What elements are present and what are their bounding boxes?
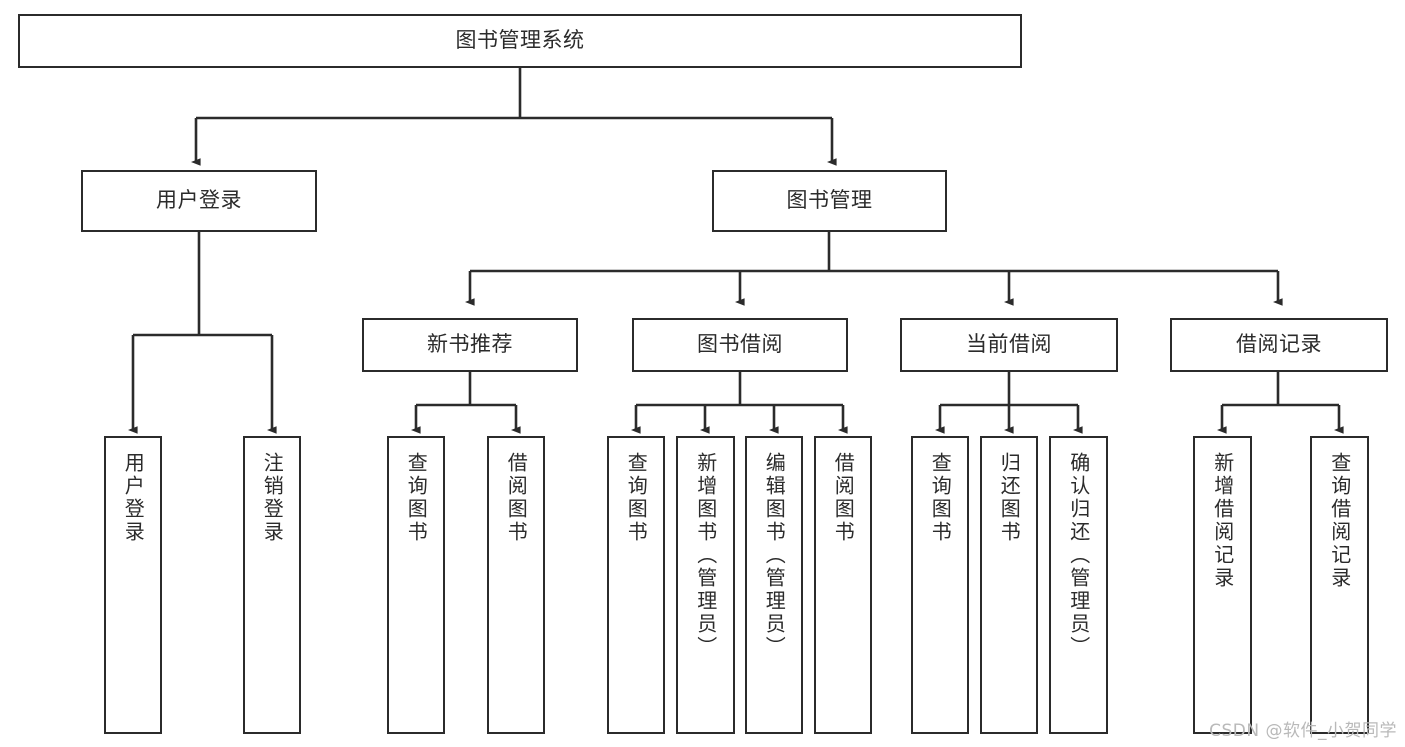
- node-leaf-edit-book-admin-label: 编辑图书（管理员）: [762, 452, 787, 659]
- node-new-book-recommend-label: 新书推荐: [427, 332, 513, 357]
- node-book-borrow[interactable]: 图书借阅: [632, 318, 848, 372]
- node-leaf-return-books-label: 归还图书: [997, 452, 1022, 544]
- csdn-watermark: CSDN @软件_小贺同学: [1209, 721, 1397, 741]
- node-leaf-newbook-query-books-label: 查询图书: [404, 452, 429, 544]
- node-root[interactable]: 图书管理系统: [18, 14, 1022, 68]
- node-leaf-newbook-borrow-books[interactable]: 借阅图书: [487, 436, 545, 734]
- node-leaf-query-borrow-record-label: 查询借阅记录: [1327, 452, 1352, 590]
- node-leaf-newbook-borrow-books-label: 借阅图书: [504, 452, 529, 544]
- node-leaf-edit-book-admin[interactable]: 编辑图书（管理员）: [745, 436, 803, 734]
- node-new-book-recommend[interactable]: 新书推荐: [362, 318, 578, 372]
- node-leaf-add-borrow-record[interactable]: 新增借阅记录: [1193, 436, 1252, 734]
- node-user-login[interactable]: 用户登录: [81, 170, 317, 232]
- tree-edges: [128, 68, 1344, 434]
- node-leaf-confirm-return-admin[interactable]: 确认归还（管理员）: [1049, 436, 1108, 734]
- node-leaf-add-book-admin-label: 新增图书（管理员）: [693, 452, 718, 659]
- node-leaf-user-login-label: 用户登录: [121, 452, 146, 544]
- node-leaf-current-query-books-label: 查询图书: [928, 452, 953, 544]
- node-leaf-confirm-return-admin-label: 确认归还（管理员）: [1066, 452, 1091, 659]
- node-leaf-return-books[interactable]: 归还图书: [980, 436, 1038, 734]
- node-leaf-query-borrow-record[interactable]: 查询借阅记录: [1310, 436, 1369, 734]
- node-leaf-borrow-query-books[interactable]: 查询图书: [607, 436, 665, 734]
- node-leaf-logout-label: 注销登录: [260, 452, 285, 544]
- node-leaf-user-login[interactable]: 用户登录: [104, 436, 162, 734]
- node-root-label: 图书管理系统: [455, 28, 585, 53]
- node-leaf-add-book-admin[interactable]: 新增图书（管理员）: [676, 436, 735, 734]
- node-leaf-logout[interactable]: 注销登录: [243, 436, 301, 734]
- node-leaf-borrow-books[interactable]: 借阅图书: [814, 436, 872, 734]
- node-book-management-label: 图书管理: [786, 188, 873, 213]
- node-user-login-label: 用户登录: [156, 188, 242, 213]
- node-book-management[interactable]: 图书管理: [712, 170, 947, 232]
- node-borrow-record-label: 借阅记录: [1236, 332, 1322, 357]
- node-current-borrow-label: 当前借阅: [966, 332, 1052, 357]
- node-book-borrow-label: 图书借阅: [697, 332, 783, 357]
- node-leaf-borrow-books-label: 借阅图书: [831, 452, 856, 544]
- node-current-borrow[interactable]: 当前借阅: [900, 318, 1118, 372]
- node-leaf-newbook-query-books[interactable]: 查询图书: [387, 436, 445, 734]
- node-leaf-current-query-books[interactable]: 查询图书: [911, 436, 969, 734]
- node-leaf-add-borrow-record-label: 新增借阅记录: [1210, 452, 1235, 590]
- node-leaf-borrow-query-books-label: 查询图书: [624, 452, 649, 544]
- node-borrow-record[interactable]: 借阅记录: [1170, 318, 1388, 372]
